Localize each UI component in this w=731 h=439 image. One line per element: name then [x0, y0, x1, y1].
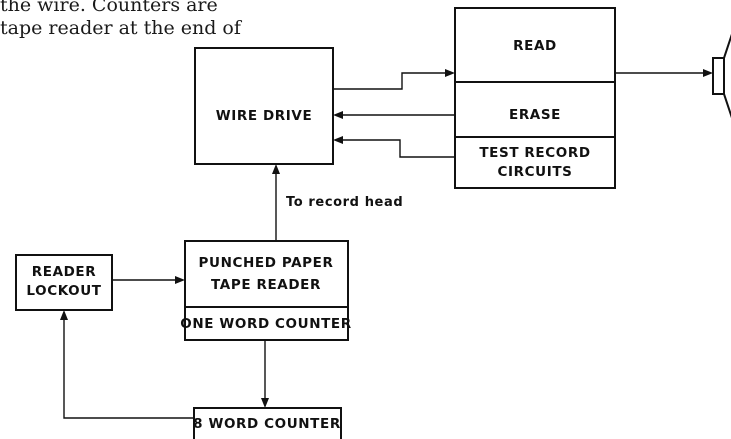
speaker-cone — [723, 33, 731, 119]
intro-text-line-2: tape reader at the end of — [0, 17, 241, 39]
arrowhead-erase — [333, 111, 343, 119]
test-record-label: TEST RECORD — [479, 145, 591, 161]
arrowhead-eight-counter — [261, 398, 269, 408]
arrowhead-read — [445, 69, 455, 77]
tape-reader-box — [184, 240, 349, 341]
tape-reader-label-2: TAPE READER — [211, 277, 321, 293]
eight-word-counter-label: 8 WORD COUNTER — [193, 416, 341, 432]
intro-text-line-1: the wire. Counters are — [0, 0, 218, 16]
wire-drive-label: WIRE DRIVE — [215, 108, 313, 124]
reader-lockout-label-2: LOCKOUT — [26, 283, 102, 299]
wire-drive-box — [194, 47, 334, 165]
speaker-icon — [712, 57, 725, 95]
reader-lockout-label: READER — [31, 264, 97, 280]
one-word-counter-label: ONE WORD COUNTER — [180, 316, 352, 332]
wire-drive-to-read-line — [333, 72, 448, 90]
eight-to-lockout-line — [63, 317, 194, 419]
tape-reader-label: PUNCHED PAPER — [198, 255, 334, 271]
eight-word-counter-box — [193, 407, 342, 439]
record-head-annotation: To record head — [286, 195, 404, 210]
test-record-to-wire-drive-line — [340, 139, 455, 158]
read-erase-test-box — [454, 7, 616, 189]
arrowhead-tape-reader — [175, 276, 185, 284]
erase-label: ERASE — [508, 107, 562, 123]
arrowhead-speaker — [703, 69, 713, 77]
read-label: READ — [513, 38, 557, 54]
arrowhead-test-record — [333, 136, 343, 144]
test-record-circuits-label: CIRCUITS — [497, 164, 573, 180]
arrowhead-lockout — [60, 310, 68, 320]
arrowhead-wire-drive — [272, 164, 280, 174]
